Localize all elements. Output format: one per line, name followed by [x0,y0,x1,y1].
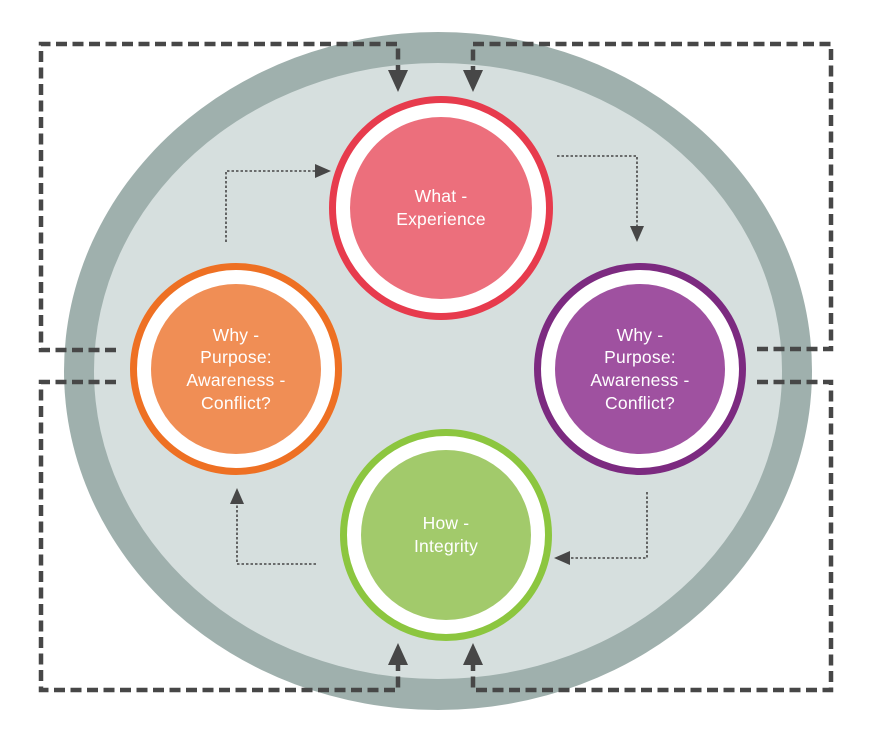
node-why-purpose-left-label: Why - Purpose: Awareness - Conflict? [186,324,286,413]
arrowhead-how-to-why-left [230,488,244,504]
arrowhead-into-what-left [388,70,408,92]
node-how-integrity-label: How - Integrity [413,513,479,556]
node-what-experience-body: What - Experience [350,117,532,299]
arrowhead-what-to-why-right [630,226,644,242]
node-why-purpose-right-label: Why - Purpose: Awareness - Conflict? [590,324,690,413]
arrowhead-why-left-to-what [315,164,331,178]
node-what-experience-label: What - Experience [396,186,486,229]
arrowhead-into-how-left [388,643,408,665]
arrow-how-to-why-left [236,504,316,565]
node-why-purpose-right-body: Why - Purpose: Awareness - Conflict? [555,284,725,454]
arrow-why-left-to-what [225,170,315,242]
arrowhead-why-right-to-how [554,551,570,565]
node-why-purpose-left: Why - Purpose: Awareness - Conflict? [130,263,342,475]
outer-loop-top-right [470,41,834,352]
outer-loop-bottom-left [38,379,401,693]
arrowhead-into-what-right [463,70,483,92]
node-why-purpose-right: Why - Purpose: Awareness - Conflict? [534,263,746,475]
arrow-what-to-why-right [557,155,638,226]
outer-loop-top-left [38,41,401,353]
node-how-integrity: How - Integrity [340,429,552,641]
node-what-experience: What - Experience [329,96,553,320]
node-why-purpose-left-body: Why - Purpose: Awareness - Conflict? [151,284,321,454]
node-how-integrity-body: How - Integrity [361,450,531,620]
arrowhead-into-how-right [463,643,483,665]
inner-ellipse [94,63,782,679]
outer-loop-bottom-right [470,379,834,693]
arrow-why-right-to-how [570,492,648,559]
